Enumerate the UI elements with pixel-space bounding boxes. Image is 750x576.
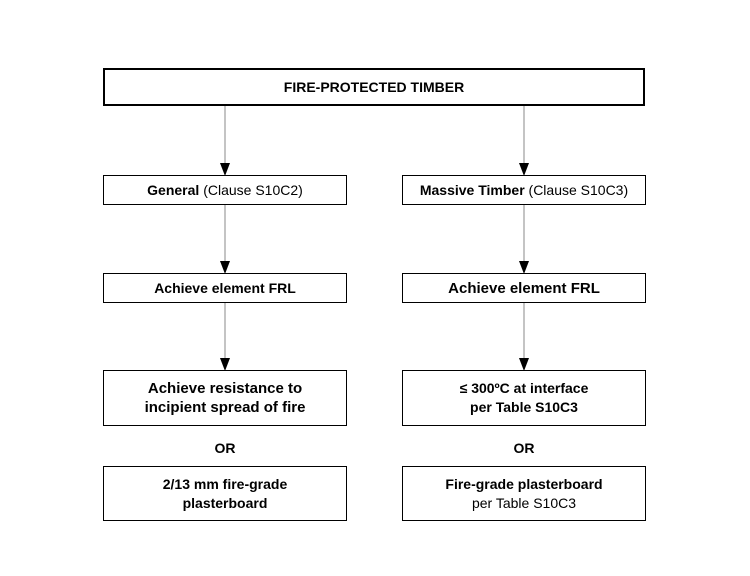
left-header-rest: (Clause S10C2) <box>199 181 303 198</box>
left-header-box: General (Clause S10C2) <box>103 175 347 205</box>
right-option1-box: ≤ 300ºC at interface per Table S10C3 <box>402 370 646 426</box>
left-option1-line1: Achieve resistance to <box>147 380 303 397</box>
right-option1-line1: ≤ 300ºC at interface <box>459 380 589 396</box>
left-header-bold: General <box>147 181 200 198</box>
title-text: FIRE-PROTECTED TIMBER <box>283 78 465 95</box>
right-option2-line2: per Table S10C3 <box>471 494 577 511</box>
right-header-bold: Massive Timber <box>419 181 525 198</box>
arrow-right-header-to-frl <box>519 205 529 274</box>
right-header-rest: (Clause S10C3) <box>524 181 629 198</box>
title-box: FIRE-PROTECTED TIMBER <box>103 68 645 106</box>
right-or-label: OR <box>513 440 535 456</box>
left-option2-line1: 2/13 mm fire-grade <box>162 475 288 492</box>
left-frl-text: Achieve element FRL <box>154 279 296 296</box>
right-frl-box: Achieve element FRL <box>402 273 646 303</box>
right-frl-text: Achieve element FRL <box>448 279 600 297</box>
arrow-right-frl-to-option1 <box>519 303 529 371</box>
right-header-box: Massive Timber (Clause S10C3) <box>402 175 646 205</box>
right-option1-line2: per Table S10C3 <box>470 399 578 415</box>
arrow-title-to-left-header <box>220 106 230 176</box>
arrow-title-to-right-header <box>519 106 529 176</box>
left-or-label: OR <box>214 440 236 456</box>
right-option2-line1: Fire-grade plasterboard <box>445 475 603 492</box>
left-option1-line2: incipient spread of fire <box>144 399 306 416</box>
left-option2-line2: plasterboard <box>182 494 268 511</box>
left-option2-box: 2/13 mm fire-grade plasterboard <box>103 466 347 521</box>
left-option1-box: Achieve resistance to incipient spread o… <box>103 370 347 426</box>
arrow-left-header-to-frl <box>220 205 230 274</box>
left-frl-box: Achieve element FRL <box>103 273 347 303</box>
right-option2-box: Fire-grade plasterboard per Table S10C3 <box>402 466 646 521</box>
arrow-left-frl-to-option1 <box>220 303 230 371</box>
